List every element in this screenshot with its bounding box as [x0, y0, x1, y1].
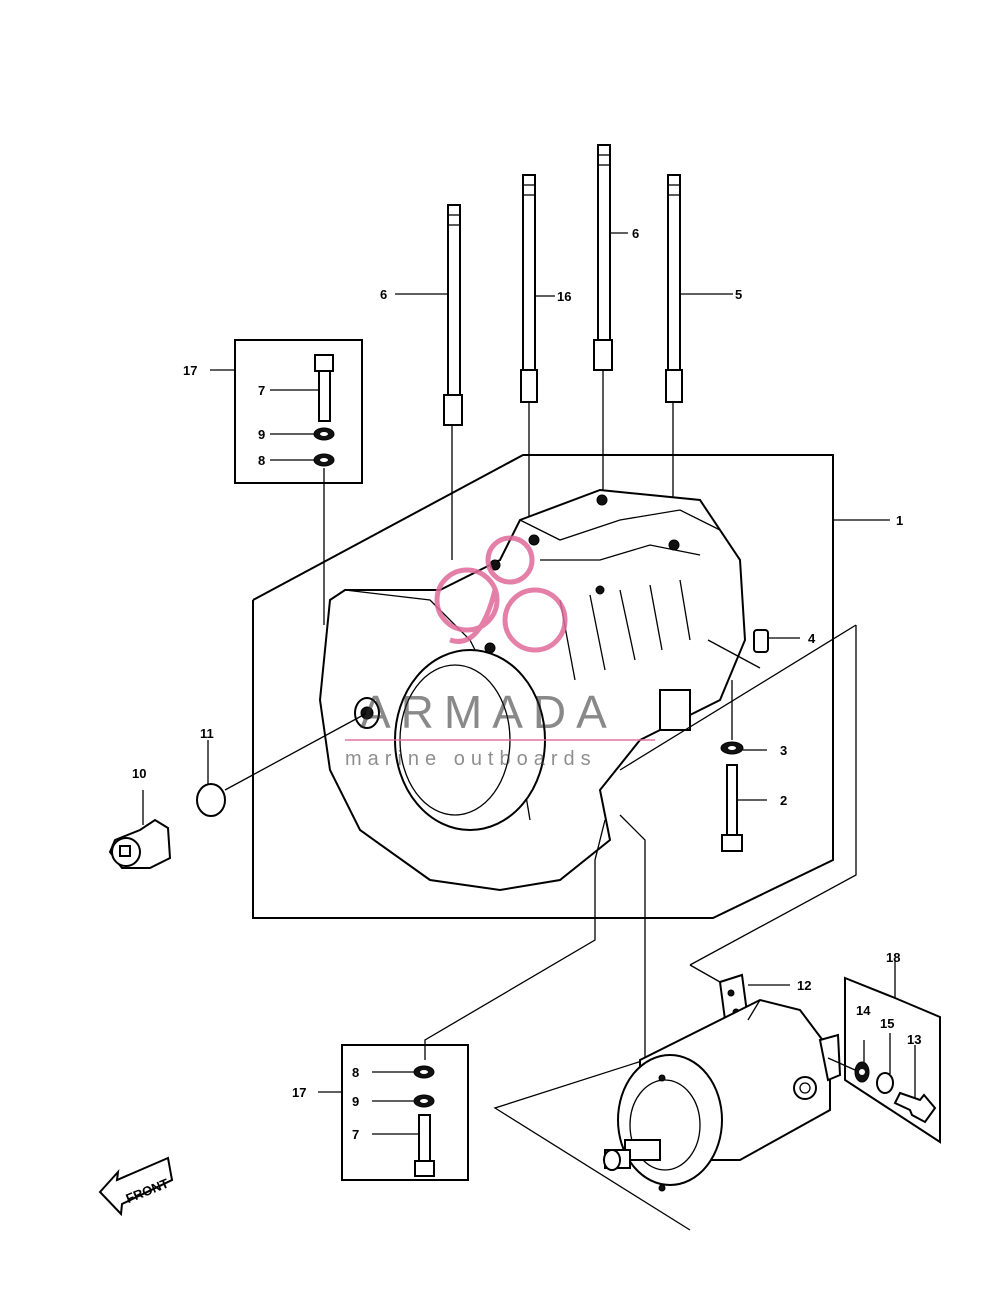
- callout-11: 11: [200, 726, 214, 741]
- dowel-pin-4: [707, 629, 800, 669]
- callout-2: 2: [780, 793, 787, 808]
- armada-watermark: ARMADA marine outboards: [345, 535, 655, 770]
- stud-6-center: [593, 144, 613, 500]
- watermark-brand: ARMADA: [360, 686, 617, 738]
- crankcase-frame-lines: [252, 454, 890, 919]
- callout-8-bottom: 8: [352, 1065, 359, 1080]
- callout-12: 12: [797, 978, 811, 993]
- callout-16: 16: [557, 289, 571, 304]
- callout-9-bottom: 9: [352, 1094, 359, 1109]
- callout-17-top: 17: [183, 363, 197, 378]
- bolt-kit-bottom: [318, 1044, 469, 1181]
- armada-logo-icon: [434, 535, 568, 653]
- callout-9-top: 9: [258, 427, 265, 442]
- callout-7-top: 7: [258, 383, 265, 398]
- hardware-kit-18: [827, 960, 941, 1144]
- callout-5: 5: [735, 287, 742, 302]
- bolt-kit-top: [210, 339, 363, 625]
- washer-bolt-right: [720, 680, 767, 852]
- watermark-tagline: marine outboards: [345, 748, 597, 770]
- callout-4: 4: [808, 631, 816, 646]
- callout-7-bottom: 7: [352, 1127, 359, 1142]
- callout-1: 1: [896, 513, 903, 528]
- callout-6-center: 6: [632, 226, 639, 241]
- stud-6-left: [443, 204, 463, 560]
- callout-8-top: 8: [258, 453, 265, 468]
- stud-threads: [448, 154, 680, 226]
- callout-17-bottom: 17: [292, 1085, 306, 1100]
- callout-14: 14: [856, 1003, 871, 1018]
- starter-motor: [603, 998, 842, 1192]
- callout-15: 15: [880, 1016, 894, 1031]
- stud-5: [665, 174, 683, 545]
- callout-3: 3: [780, 743, 787, 758]
- stud-16: [520, 174, 538, 540]
- callout-6-left: 6: [380, 287, 387, 302]
- front-direction-arrow: FRONT: [98, 1156, 174, 1217]
- plug-and-ring: [108, 712, 368, 869]
- callout-10: 10: [132, 766, 146, 781]
- callout-labels: 1 2 3 4 5 6 6 16 17 7 9 8 10 11 12 18 14…: [132, 226, 921, 1142]
- callout-13: 13: [907, 1032, 921, 1047]
- callout-18: 18: [886, 950, 900, 965]
